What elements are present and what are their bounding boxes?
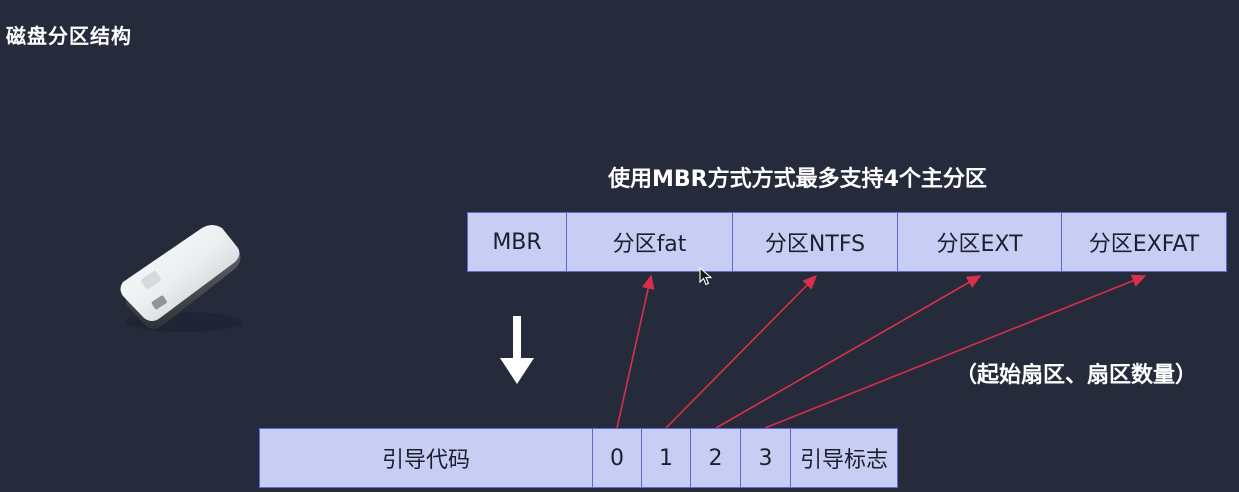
sector-cell-entry-2: 2 bbox=[690, 428, 741, 488]
sector-cell-boot-signature: 引导标志 bbox=[790, 428, 898, 488]
layout-cell-partition-exfat: 分区EXFAT bbox=[1061, 212, 1227, 272]
sector-cell-entry-1: 1 bbox=[641, 428, 691, 488]
link-entry-0-to-fat bbox=[616, 274, 655, 429]
sector-cell-boot-code: 引导代码 bbox=[259, 428, 593, 488]
link-entry-2-to-ext bbox=[715, 275, 982, 429]
external-hard-drive-icon bbox=[118, 222, 246, 344]
sector-cell-entry-3: 3 bbox=[740, 428, 791, 488]
partition-caption: 使用MBR方式方式最多支持4个主分区 bbox=[608, 167, 987, 192]
layout-cell-partition-ntfs: 分区NTFS bbox=[732, 212, 898, 272]
layout-cell-partition-fat: 分区fat bbox=[566, 212, 733, 272]
arrow-down-icon bbox=[497, 314, 537, 390]
mouse-cursor-icon bbox=[699, 266, 713, 291]
page-title: 磁盘分区结构 bbox=[6, 24, 132, 48]
layout-cell-partition-ext: 分区EXT bbox=[897, 212, 1062, 272]
link-entry-3-to-exfat bbox=[764, 274, 1147, 429]
layout-cell-mbr: MBR bbox=[467, 212, 567, 272]
link-entry-1-to-ntfs bbox=[665, 274, 818, 429]
sector-cell-entry-0: 0 bbox=[592, 428, 642, 488]
partition-entry-note: （起始扇区、扇区数量） bbox=[955, 363, 1198, 388]
